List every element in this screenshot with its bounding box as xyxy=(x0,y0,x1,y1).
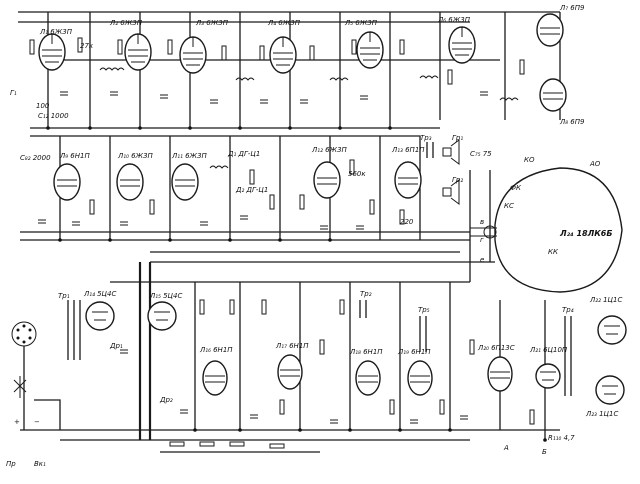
label-tr4: Тр₄ xyxy=(562,306,574,314)
label-l19: Л₁₉ 6Н1П xyxy=(397,348,431,356)
label-l4: Л₄ 6Ж3П xyxy=(267,19,301,27)
label-d1: Д₁ ДГ-Ц1 xyxy=(227,150,260,158)
label-tr3: Тр₃ xyxy=(420,134,432,142)
tube-l11 xyxy=(171,163,199,201)
tube-l22 xyxy=(597,315,627,345)
label-tr5: Тр₅ xyxy=(418,306,430,314)
label-tr2: Тр₂ xyxy=(360,290,372,298)
label-l17: Л₁₇ 6Н1П xyxy=(275,342,309,350)
tube-l1 xyxy=(38,33,66,71)
label-b: Б xyxy=(542,448,547,456)
label-plus: + xyxy=(14,418,20,426)
label-l16: Л₁₆ 6Н1П xyxy=(199,346,233,354)
tube-l12 xyxy=(313,161,341,199)
label-minus: − xyxy=(34,418,40,426)
tube-l15 xyxy=(147,301,177,331)
speakers xyxy=(442,139,460,205)
label-fk: ФК xyxy=(510,184,522,192)
label-l21: Л₂₁ 6Ц10П xyxy=(529,346,568,354)
label-l23: Л₂₃ 1Ц1С xyxy=(585,410,618,418)
inductors xyxy=(99,67,519,169)
label-kc: КС xyxy=(504,202,514,210)
tube-row-1 xyxy=(38,13,567,112)
label-l3: Л₃ 6Ж3П xyxy=(195,19,229,27)
junctions xyxy=(46,126,547,442)
tube-l17 xyxy=(277,354,303,390)
label-pr: Пр xyxy=(6,460,16,468)
tube-row-2 xyxy=(53,161,422,201)
vertical-wiring xyxy=(47,12,561,440)
tube-l7 xyxy=(536,13,564,47)
tube-l6 xyxy=(448,26,476,64)
tube-row-3 xyxy=(85,301,627,405)
label-out-g: г xyxy=(480,236,484,244)
label-kk: КК xyxy=(548,248,559,256)
label-tr1: Тр₁ xyxy=(58,292,70,300)
tube-l19 xyxy=(407,360,433,396)
label-l12: Л₁₂ 6Ж3П xyxy=(311,146,348,154)
label-l14: Л₁₄ 5Ц4С xyxy=(83,290,116,298)
label-ko: КО xyxy=(524,156,535,164)
label-r110: R₁₁₀ 4,7 xyxy=(548,434,575,442)
tube-l9 xyxy=(53,163,81,201)
tube-l8 xyxy=(539,78,567,112)
tube-l4 xyxy=(269,36,297,74)
label-l10: Л₁₀ 6Ж3П xyxy=(117,152,154,160)
tube-l21 xyxy=(535,363,561,389)
label-ao: АО xyxy=(589,160,601,168)
label-d2: Д₂ ДГ-Ц1 xyxy=(235,186,268,194)
tube-l20 xyxy=(487,356,513,392)
label-c75: С₇₅ 75 xyxy=(470,150,492,158)
label-l18: Л₁₈ 6Н1П xyxy=(349,348,383,356)
label-f1: Г₁ xyxy=(10,89,17,97)
label-l5: Л₅ 6Ж3П xyxy=(344,19,378,27)
label-dr1: Др₁ xyxy=(109,342,123,350)
label-out-b: в xyxy=(480,218,484,226)
label-l9: Л₉ 6Н1П xyxy=(59,152,90,160)
tube-l18 xyxy=(355,360,381,396)
label-dr2: Др₂ xyxy=(159,396,173,404)
tube-l5 xyxy=(356,31,384,69)
label-c12: С₁₂ 1000 xyxy=(38,112,69,120)
tube-l16 xyxy=(202,360,228,396)
label-c82: С₈₂ 2000 xyxy=(20,154,51,162)
label-l22: Л₂₂ 1Ц1С xyxy=(589,296,622,304)
label-l24: Л₂₄ 18ЛК6Б xyxy=(559,229,612,238)
label-gr1: Гр₁ xyxy=(452,134,463,142)
label-l7: Л₇ 6П9 xyxy=(559,4,585,12)
label-a: А xyxy=(503,444,509,452)
label-l2: Л₂ 6Ж3П xyxy=(109,19,143,27)
power-socket xyxy=(11,321,61,430)
crt-tube xyxy=(470,167,623,293)
transformers xyxy=(67,142,572,396)
label-l20: Л₂₀ 6П13С xyxy=(477,344,515,352)
labels: Л₁ 6Ж3П Л₂ 6Ж3П Л₃ 6Ж3П Л₄ 6Ж3П Л₅ 6Ж3П … xyxy=(6,4,622,468)
tube-l23 xyxy=(595,375,625,405)
label-vk1: Вк₁ xyxy=(34,460,46,468)
label-out-e: е xyxy=(480,256,484,264)
tube-l2 xyxy=(124,33,152,71)
label-l8: Л₈ 6П9 xyxy=(559,118,585,126)
label-l11: Л₁₁ 6Ж3П xyxy=(171,152,208,160)
label-r100: 100 xyxy=(36,102,50,110)
label-l15: Л₁₅ 5Ц4С xyxy=(149,292,182,300)
label-r27k: 27к xyxy=(80,42,94,50)
label-gr2: Гр₂ xyxy=(452,176,463,184)
tube-l14 xyxy=(85,301,115,331)
label-l6: Л₆ 6Ж3П xyxy=(437,16,471,24)
label-r220: 220 xyxy=(400,218,414,226)
tube-l10 xyxy=(116,163,144,201)
tube-l3 xyxy=(179,36,207,74)
tube-l13 xyxy=(394,161,422,199)
label-l13: Л₁₃ 6П1П xyxy=(391,146,425,154)
passive-components xyxy=(29,37,535,449)
label-l1: Л₁ 6Ж3П xyxy=(39,28,73,36)
label-r560k: 560к xyxy=(348,170,366,178)
